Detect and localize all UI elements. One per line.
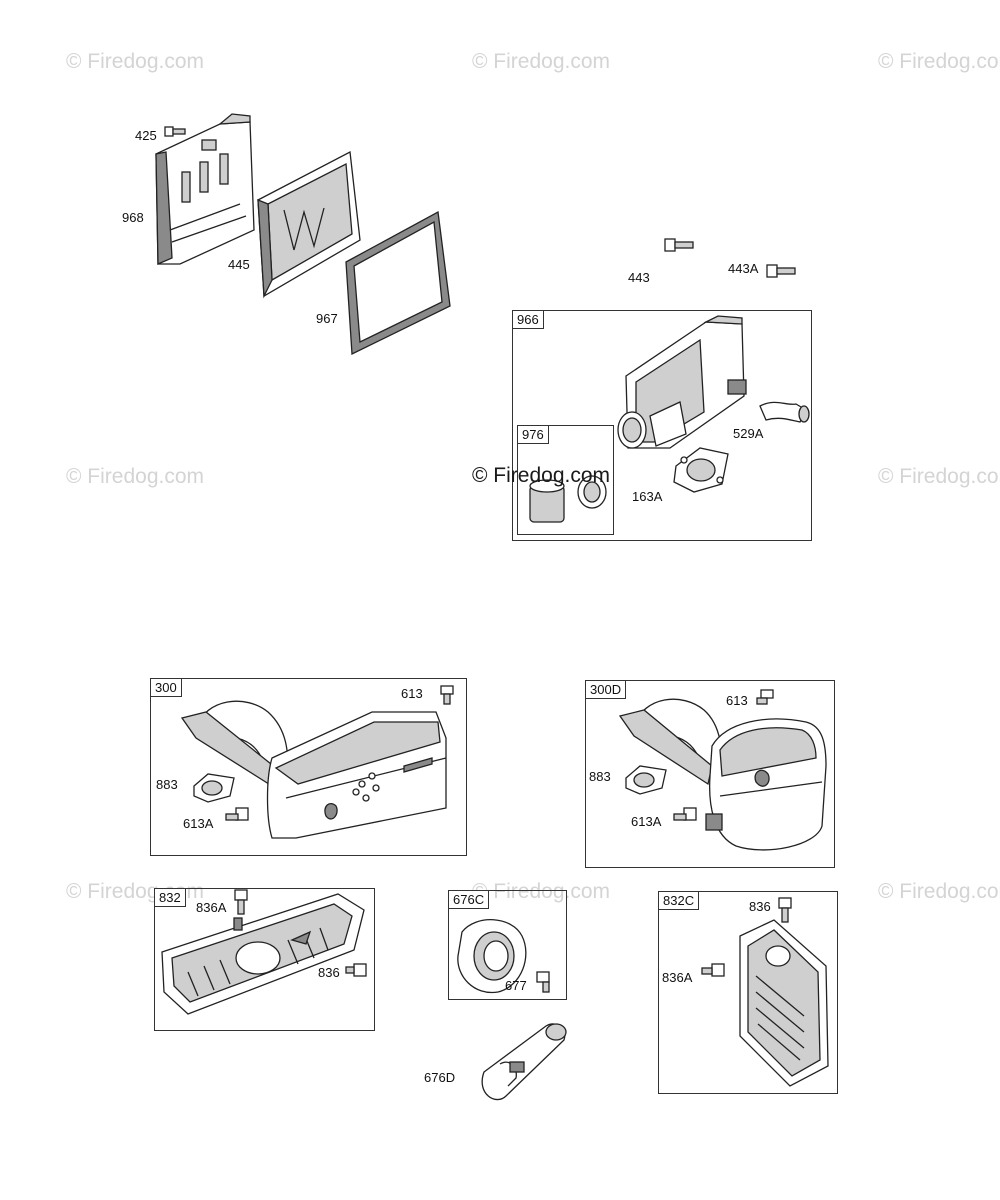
assembly-box-676C: 676C: [448, 890, 567, 1000]
part-label-443A: 443A: [728, 261, 759, 276]
bolt-443A-drawing: [766, 264, 796, 278]
box-tag-832: 832: [154, 888, 186, 907]
air-filter-445-drawing: [257, 150, 361, 299]
bolt-443-drawing: [664, 238, 694, 252]
box-tag-300D: 300D: [585, 680, 627, 699]
box-tag-676C: 676C: [448, 890, 490, 909]
air-cleaner-housing-966-drawing: [617, 315, 747, 449]
part-label-677: 677: [505, 978, 527, 993]
part-label-968: 968: [122, 210, 144, 225]
box-tag-300: 300: [150, 678, 182, 697]
muffler-guard-832C-drawing: [739, 919, 829, 1087]
watermark: © Firedog.com: [878, 50, 1000, 73]
part-label-836: 836: [749, 899, 771, 914]
assembly-box-300D: 300D: [585, 680, 835, 868]
gasket-883-drawing: [193, 773, 235, 803]
part-label-529A: 529A: [733, 426, 764, 441]
assembly-box-832: 832: [154, 888, 375, 1031]
assembly-box-300: 300: [150, 678, 467, 856]
part-label-425: 425: [135, 128, 157, 143]
watermark: © Firedog.com: [66, 50, 205, 73]
screw-613-drawing: [756, 689, 774, 705]
hose-529A-drawing: [759, 401, 810, 423]
screw-836A-drawing: [234, 889, 248, 915]
pre-cleaner-967-drawing: [345, 210, 451, 356]
part-label-883: 883: [589, 769, 611, 784]
assembly-box-966: 966: [512, 310, 812, 541]
screw-425-drawing: [164, 126, 186, 137]
screw-836A-drawing: [701, 963, 725, 977]
muffler-300D-drawing: [618, 698, 827, 851]
watermark: © Firedog.com: [878, 880, 1000, 903]
part-label-676D: 676D: [424, 1070, 456, 1085]
watermark: © Firedog.com: [878, 465, 1000, 488]
box-tag-966: 966: [512, 310, 544, 329]
gasket-163A-drawing: [673, 447, 729, 493]
watermark: © Firedog.com: [472, 50, 611, 73]
air-filter-base-968-drawing: [155, 113, 255, 265]
part-label-613: 613: [401, 686, 423, 701]
part-label-883: 883: [156, 777, 178, 792]
part-label-836A: 836A: [196, 900, 227, 915]
screw-613-drawing: [440, 685, 454, 705]
adapter-976-drawing: [529, 475, 607, 523]
muffler-300-drawing: [180, 700, 447, 839]
watermark-overlay: © Firedog.com: [472, 464, 611, 487]
muffler-guard-832-drawing: [161, 893, 365, 1015]
box-tag-976: 976: [517, 425, 549, 444]
part-label-613A: 613A: [631, 814, 662, 829]
part-label-613: 613: [726, 693, 748, 708]
part-label-967: 967: [316, 311, 338, 326]
assembly-box-832C: 832C: [658, 891, 838, 1094]
watermark: © Firedog.com: [472, 880, 611, 903]
screw-836-drawing: [778, 897, 792, 923]
screw-836-drawing: [345, 963, 367, 977]
gasket-883-drawing: [625, 765, 667, 795]
spark-arrestor-676D-drawing: [481, 1023, 567, 1101]
screw-677-drawing: [536, 971, 550, 993]
screw-613A-drawing: [225, 807, 249, 821]
part-label-836: 836: [318, 965, 340, 980]
watermark: © Firedog.com: [66, 465, 205, 488]
part-label-445: 445: [228, 257, 250, 272]
assembly-box-976: 976: [517, 425, 614, 535]
box-tag-832C: 832C: [658, 891, 700, 910]
part-label-163A: 163A: [632, 489, 663, 504]
deflector-676C-drawing: [457, 919, 527, 994]
part-label-443: 443: [628, 270, 650, 285]
part-label-613A: 613A: [183, 816, 214, 831]
part-label-836A: 836A: [662, 970, 693, 985]
screw-613A-drawing: [673, 807, 697, 821]
